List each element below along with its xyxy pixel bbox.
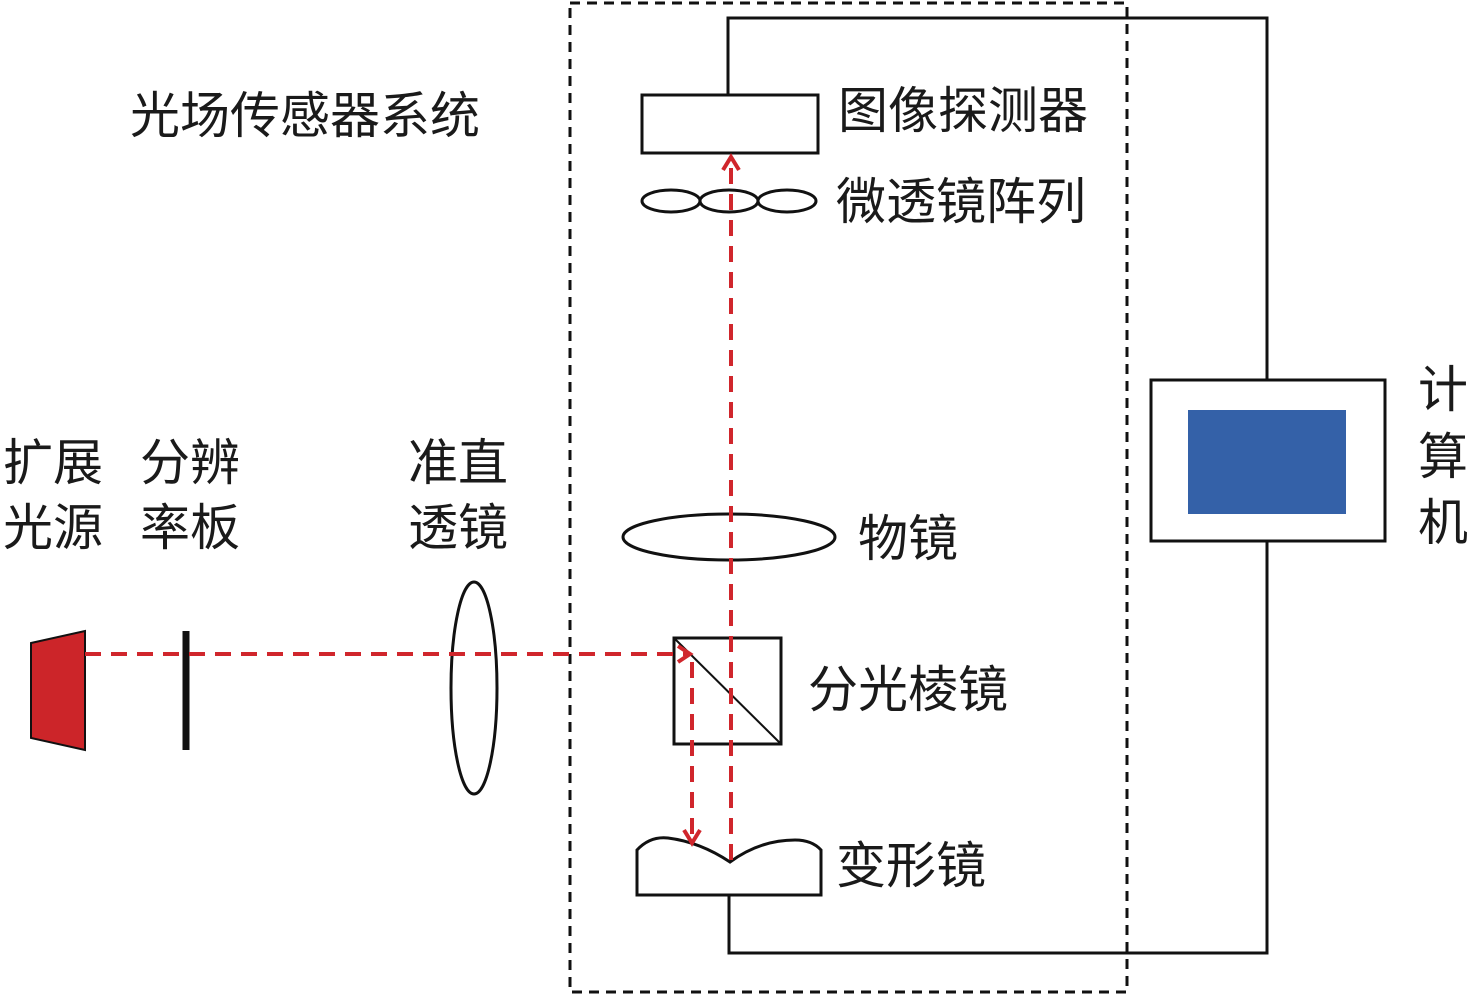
computer-label-char1: 计 [1418,361,1468,419]
source-label-line2: 光源 [3,499,103,557]
microlens-label: 微透镜阵列 [836,173,1086,231]
microlens-array [640,188,818,214]
light-path [85,153,741,860]
deformable-mirror [635,836,823,897]
computer-to-mirror-wire [727,541,1269,955]
extended-light-source [30,629,86,752]
sensor-system-boundary [568,1,1129,994]
detector-to-computer-wire [726,16,1269,380]
collimator-label-line1: 准直 [408,434,508,492]
deformable-mirror-label: 变形镜 [836,837,986,895]
collimating-lens [449,580,499,796]
detector-label: 图像探测器 [838,82,1088,140]
beam-splitter-cube [672,636,783,746]
sensor-system-label: 光场传感器系统 [130,87,480,145]
plate-label-line2: 率板 [140,499,240,557]
computer-label-char2: 算 [1418,428,1468,486]
source-label-line1: 扩展 [3,434,103,492]
beam-splitter-label: 分光棱镜 [808,661,1008,719]
objective-label: 物镜 [858,510,958,568]
plate-label-line1: 分辨 [140,434,240,492]
computer-label-char3: 机 [1418,494,1468,552]
collimator-label-line2: 透镜 [408,499,508,557]
computer-screen [1188,410,1346,514]
image-detector [640,93,820,155]
